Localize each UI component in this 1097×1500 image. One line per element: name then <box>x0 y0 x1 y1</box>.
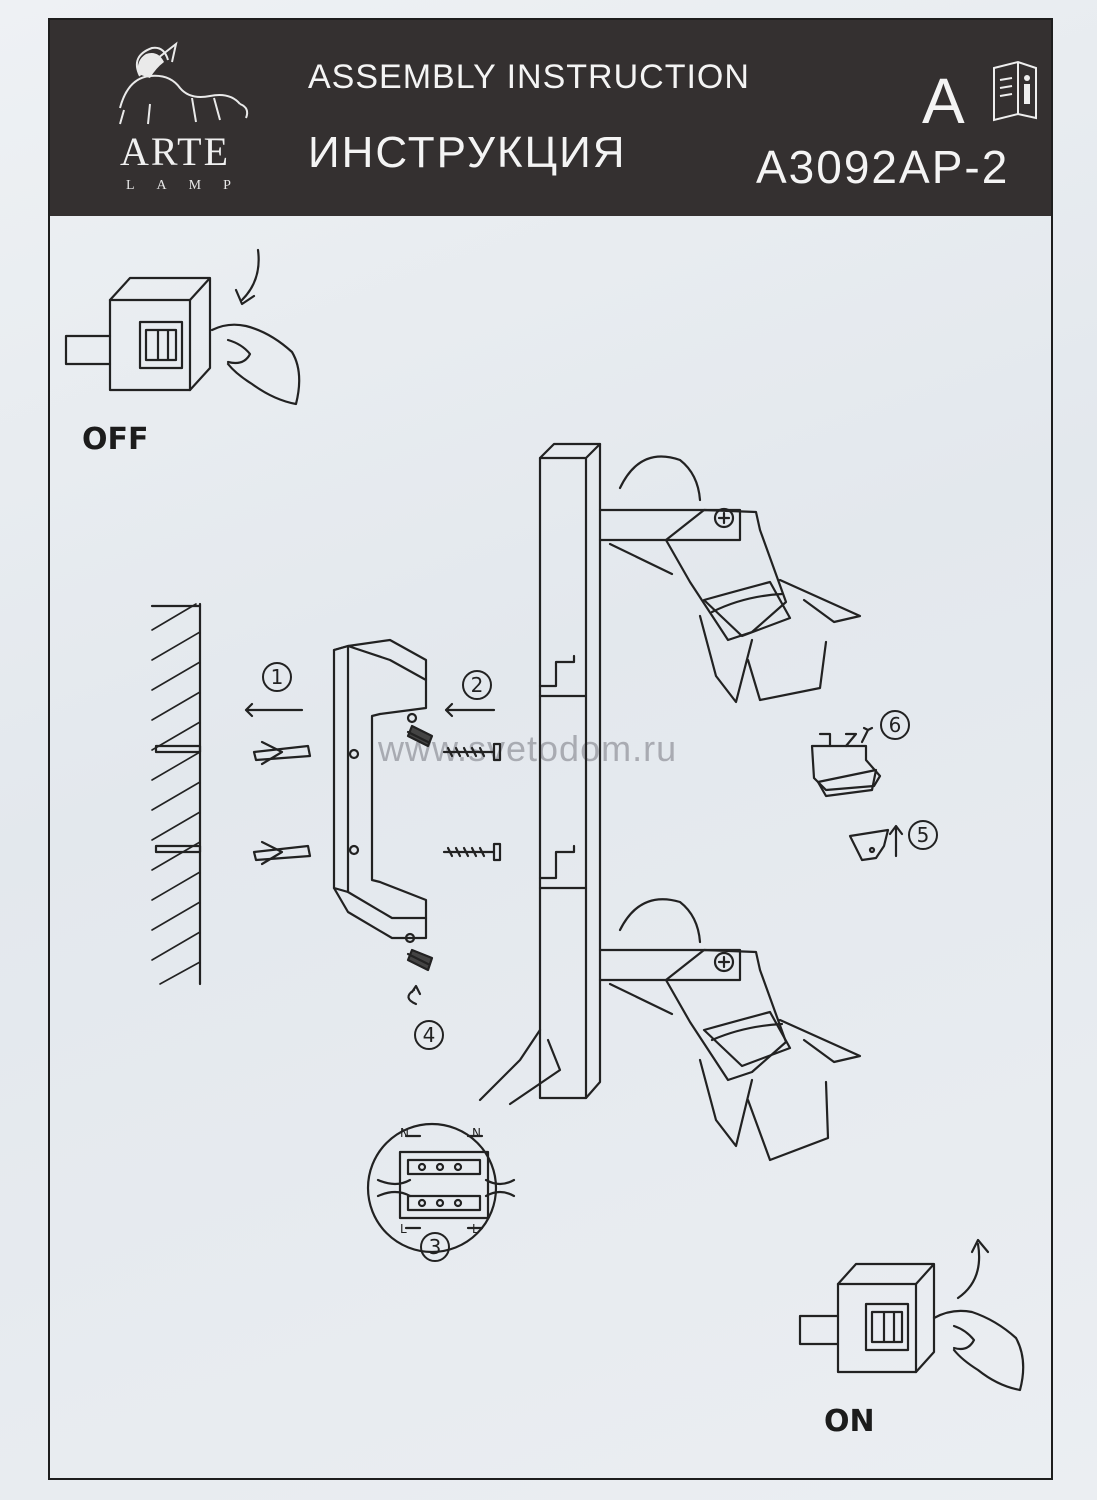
step-5-marker: 5 <box>908 820 938 850</box>
hand-icon <box>210 323 301 406</box>
category-letter: A <box>922 65 965 137</box>
mounting-bracket <box>332 638 428 944</box>
wire-label-n-right: N <box>472 1126 481 1140</box>
bulb-icon <box>810 732 882 798</box>
header-banner: ARTE LAMP ASSEMBLY INSTRUCTION ИНСТРУКЦИ… <box>50 20 1051 216</box>
screw-icon <box>406 948 434 1006</box>
socket-icon <box>848 828 890 862</box>
light-switch-icon <box>798 1262 936 1374</box>
wire-label-l-right: L <box>472 1222 479 1236</box>
screw-icon <box>406 724 434 748</box>
step-6-marker: 6 <box>880 710 910 740</box>
screw-icon <box>442 742 502 762</box>
fixture-base <box>478 442 602 1106</box>
spotlight-head <box>598 898 862 1162</box>
wall-section <box>150 602 202 986</box>
model-number: A3092AP-2 <box>756 141 1010 193</box>
step-3-marker: 3 <box>420 1232 450 1262</box>
wall-plug-icon <box>252 840 312 866</box>
curved-arrow-icon <box>956 1238 990 1300</box>
screw-icon <box>442 842 502 862</box>
brand-subtitle: LAMP <box>126 178 253 193</box>
info-book-icon <box>993 60 1037 122</box>
step-4-marker: 4 <box>414 1020 444 1050</box>
curved-arrow-icon <box>234 248 260 306</box>
spotlight-head <box>598 455 862 704</box>
title-russian: ИНСТРУКЦИЯ <box>308 128 627 177</box>
wire-label-n-left: N <box>400 1126 409 1140</box>
hand-icon <box>932 1309 1025 1392</box>
wall-plug-icon <box>252 740 312 766</box>
page-frame <box>48 18 1053 1480</box>
brand-logo: ARTE LAMP <box>80 38 260 208</box>
on-label: ON <box>824 1404 875 1439</box>
lion-logo-icon <box>119 41 249 125</box>
title-english: ASSEMBLY INSTRUCTION <box>308 58 750 96</box>
step-1-marker: 1 <box>262 662 292 692</box>
brand-name: ARTE <box>120 129 231 174</box>
off-label: OFF <box>82 422 149 457</box>
step-2-marker: 2 <box>462 670 492 700</box>
wire-label-l-left: L <box>400 1222 407 1236</box>
light-switch-icon <box>64 276 212 392</box>
